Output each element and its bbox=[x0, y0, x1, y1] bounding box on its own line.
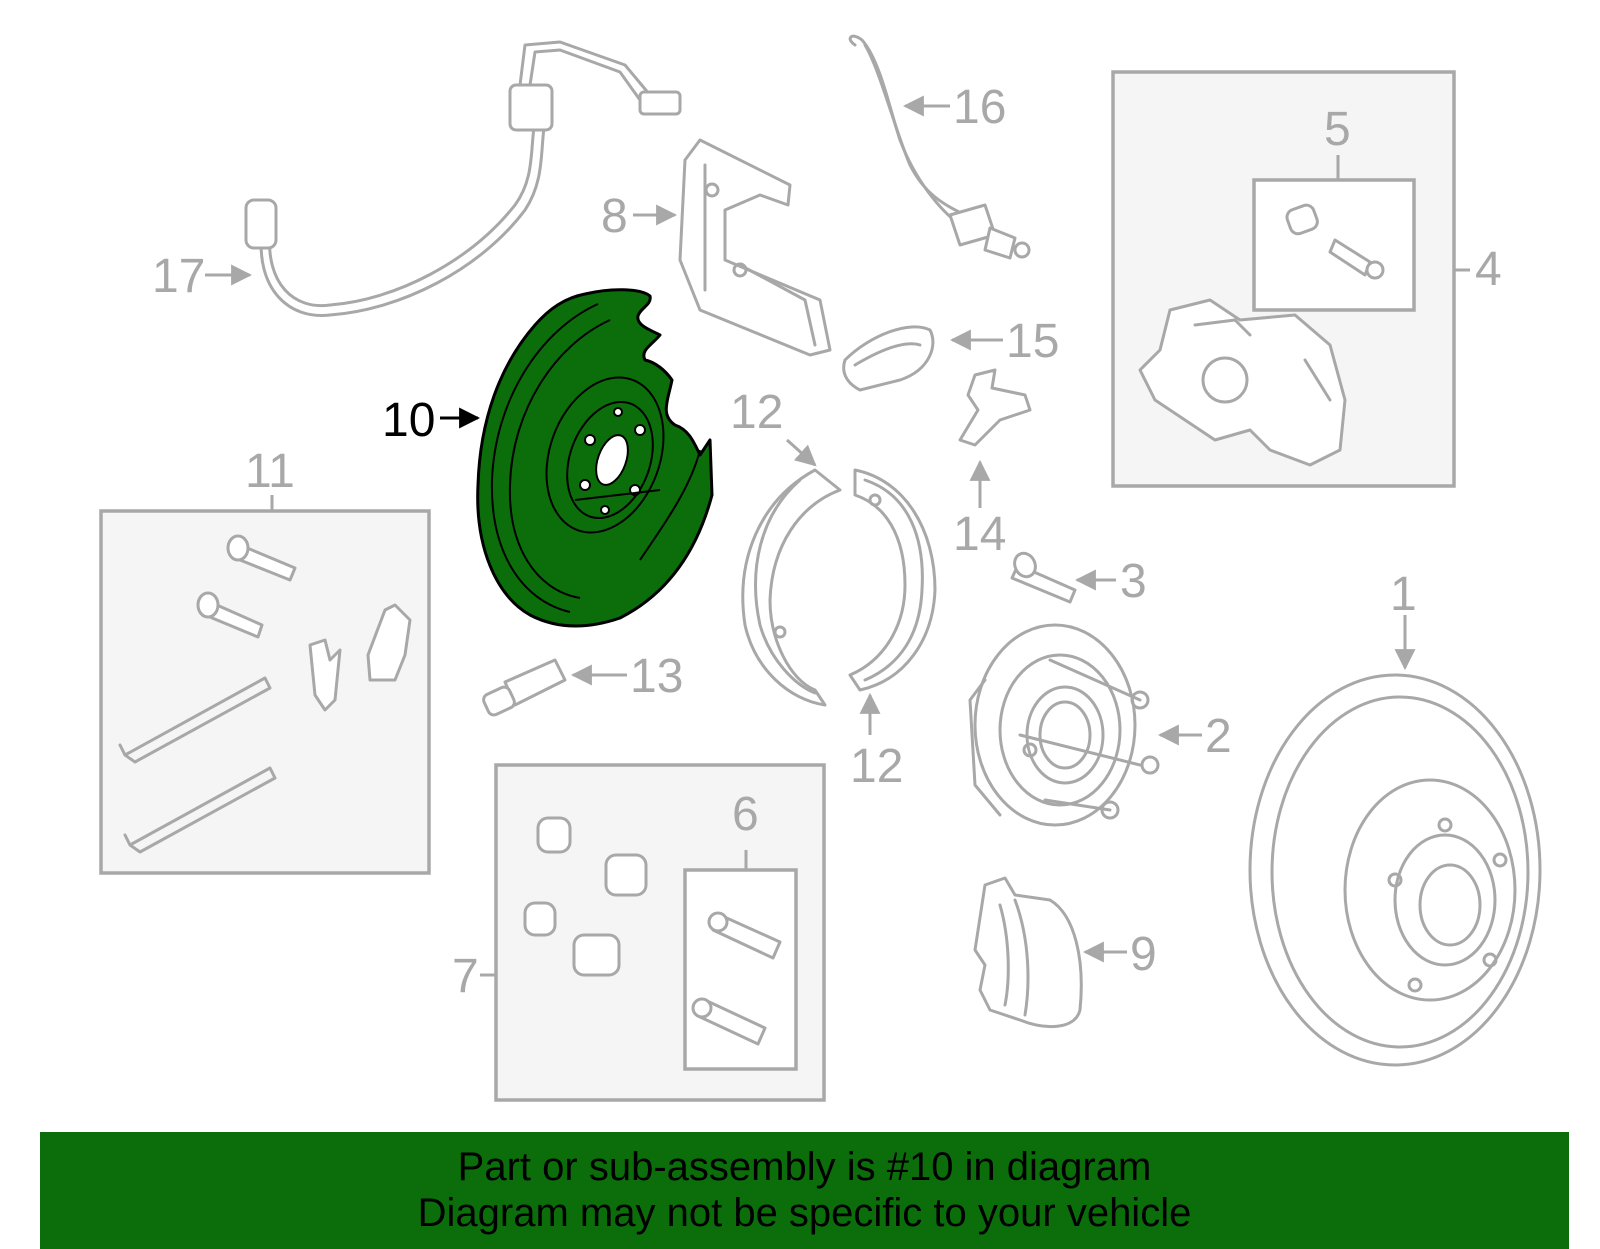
part-1-brake-rotor[interactable] bbox=[1248, 673, 1542, 1067]
callout-10: 10 bbox=[382, 394, 435, 447]
callout-13: 13 bbox=[630, 650, 683, 703]
part-14-lever[interactable] bbox=[958, 368, 1032, 447]
callout-16: 16 bbox=[953, 81, 1006, 134]
callout-8: 8 bbox=[601, 190, 628, 243]
banner-line-1: Part or sub-assembly is #10 in diagram bbox=[457, 1145, 1152, 1189]
callout-1: 1 bbox=[1390, 568, 1417, 621]
part-12-brake-shoes[interactable] bbox=[741, 468, 937, 707]
part-6-subbox bbox=[683, 868, 798, 1071]
part-2-hub-bearing[interactable] bbox=[968, 623, 1160, 827]
callout-2: 2 bbox=[1205, 710, 1232, 763]
info-banner: Part or sub-assembly is #10 in diagram D… bbox=[40, 1132, 1569, 1249]
callout-14: 14 bbox=[953, 508, 1006, 561]
part-15-clip[interactable] bbox=[842, 325, 935, 392]
callout-9: 9 bbox=[1130, 928, 1157, 981]
part-8-caliper-bracket[interactable] bbox=[678, 138, 832, 357]
part-3-bolt[interactable] bbox=[1010, 550, 1077, 604]
part-9-brake-pad[interactable] bbox=[973, 876, 1083, 1029]
callout-17: 17 bbox=[152, 250, 205, 303]
callout-5: 5 bbox=[1324, 103, 1351, 156]
callout-6: 6 bbox=[732, 788, 759, 841]
part-7-seal-kit-box[interactable] bbox=[494, 763, 826, 1102]
part-16-wheel-speed-sensor[interactable] bbox=[848, 34, 1031, 260]
part-10-backing-plate[interactable] bbox=[476, 288, 714, 628]
callout-7: 7 bbox=[452, 950, 479, 1003]
part-11-hardware-box[interactable] bbox=[99, 509, 431, 875]
callout-15: 15 bbox=[1006, 315, 1059, 368]
part-17-abs-wire[interactable] bbox=[244, 40, 682, 318]
callout-4: 4 bbox=[1475, 243, 1502, 296]
callout-11: 11 bbox=[245, 445, 295, 498]
brake-parts-diagram: 1 2 3 4 5 6 7 8 9 10 11 12 12 13 14 15 1… bbox=[99, 34, 1542, 1102]
callout-labels: 1 2 3 4 5 6 7 8 9 10 11 12 12 13 14 15 1… bbox=[152, 81, 1502, 1003]
callout-12-lower: 12 bbox=[850, 740, 903, 793]
banner-line-2: Diagram may not be specific to your vehi… bbox=[417, 1191, 1192, 1235]
part-4-caliper-box[interactable] bbox=[1111, 70, 1456, 488]
leader-lines bbox=[205, 95, 1470, 977]
callout-3: 3 bbox=[1120, 555, 1147, 608]
callout-12-upper: 12 bbox=[730, 386, 783, 439]
part-13-bleeder[interactable] bbox=[482, 658, 567, 717]
